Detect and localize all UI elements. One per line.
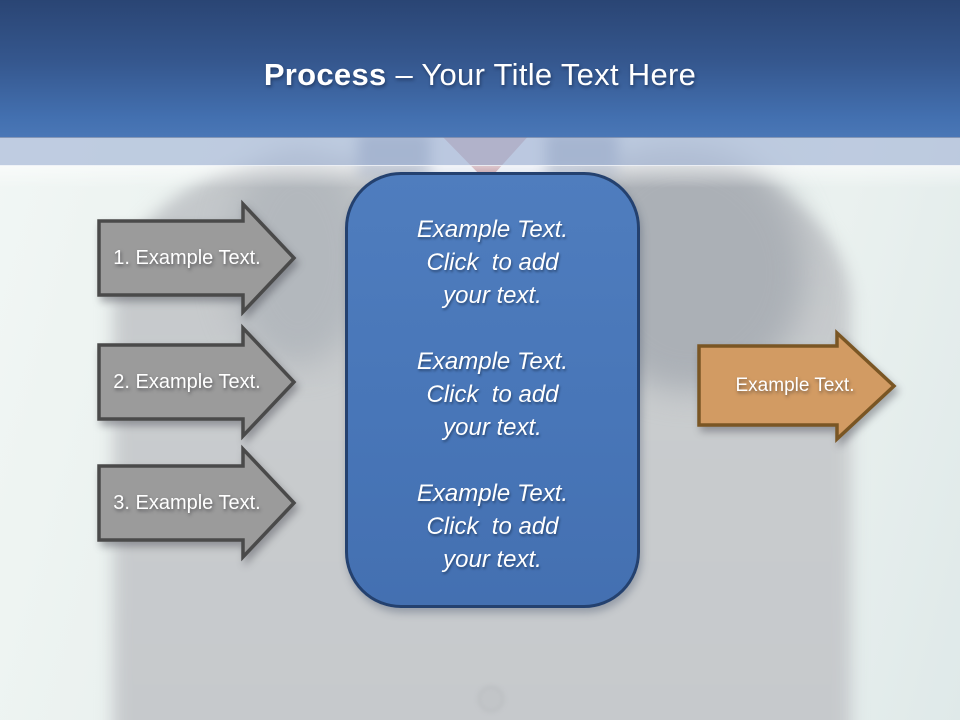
panel-paragraph-3: Example Text. Click to add your text. <box>416 480 569 573</box>
title-keyword: Process <box>263 56 387 92</box>
arrow-right-polygon <box>97 444 297 562</box>
arrow-right-polygon <box>697 328 897 444</box>
process-step-arrow-3: 3. Example Text. <box>97 444 297 562</box>
slide-title: Process – Your Title Text Here <box>264 57 696 93</box>
process-step-arrow-1: 1. Example Text. <box>97 199 297 317</box>
panel-paragraph-1: Example Text. Click to add your text. <box>416 216 569 309</box>
center-text-panel: Example Text. Click to add your text. Ex… <box>345 172 640 608</box>
result-arrow-label: Example Text. <box>735 375 855 396</box>
jacket-button-shape <box>478 686 504 712</box>
arrow-right-shape <box>97 444 297 562</box>
arrow-right-polygon <box>97 323 297 441</box>
header-underline-band <box>0 137 960 166</box>
arrow-right-polygon <box>97 199 297 317</box>
arrow-right-shape <box>97 199 297 317</box>
arrow-right-shape <box>697 328 897 444</box>
step-1-label: 1. Example Text. <box>113 246 261 269</box>
step-3-label: 3. Example Text. <box>113 491 261 514</box>
panel-paragraph-2: Example Text. Click to add your text. <box>416 348 569 441</box>
title-rest: – Your Title Text Here <box>386 56 697 92</box>
step-2-label: 2. Example Text. <box>113 370 261 393</box>
title-bar: Process – Your Title Text Here <box>0 0 960 137</box>
arrow-right-shape <box>97 323 297 441</box>
result-arrow: Example Text. <box>697 328 897 444</box>
process-step-arrow-2: 2. Example Text. <box>97 323 297 441</box>
